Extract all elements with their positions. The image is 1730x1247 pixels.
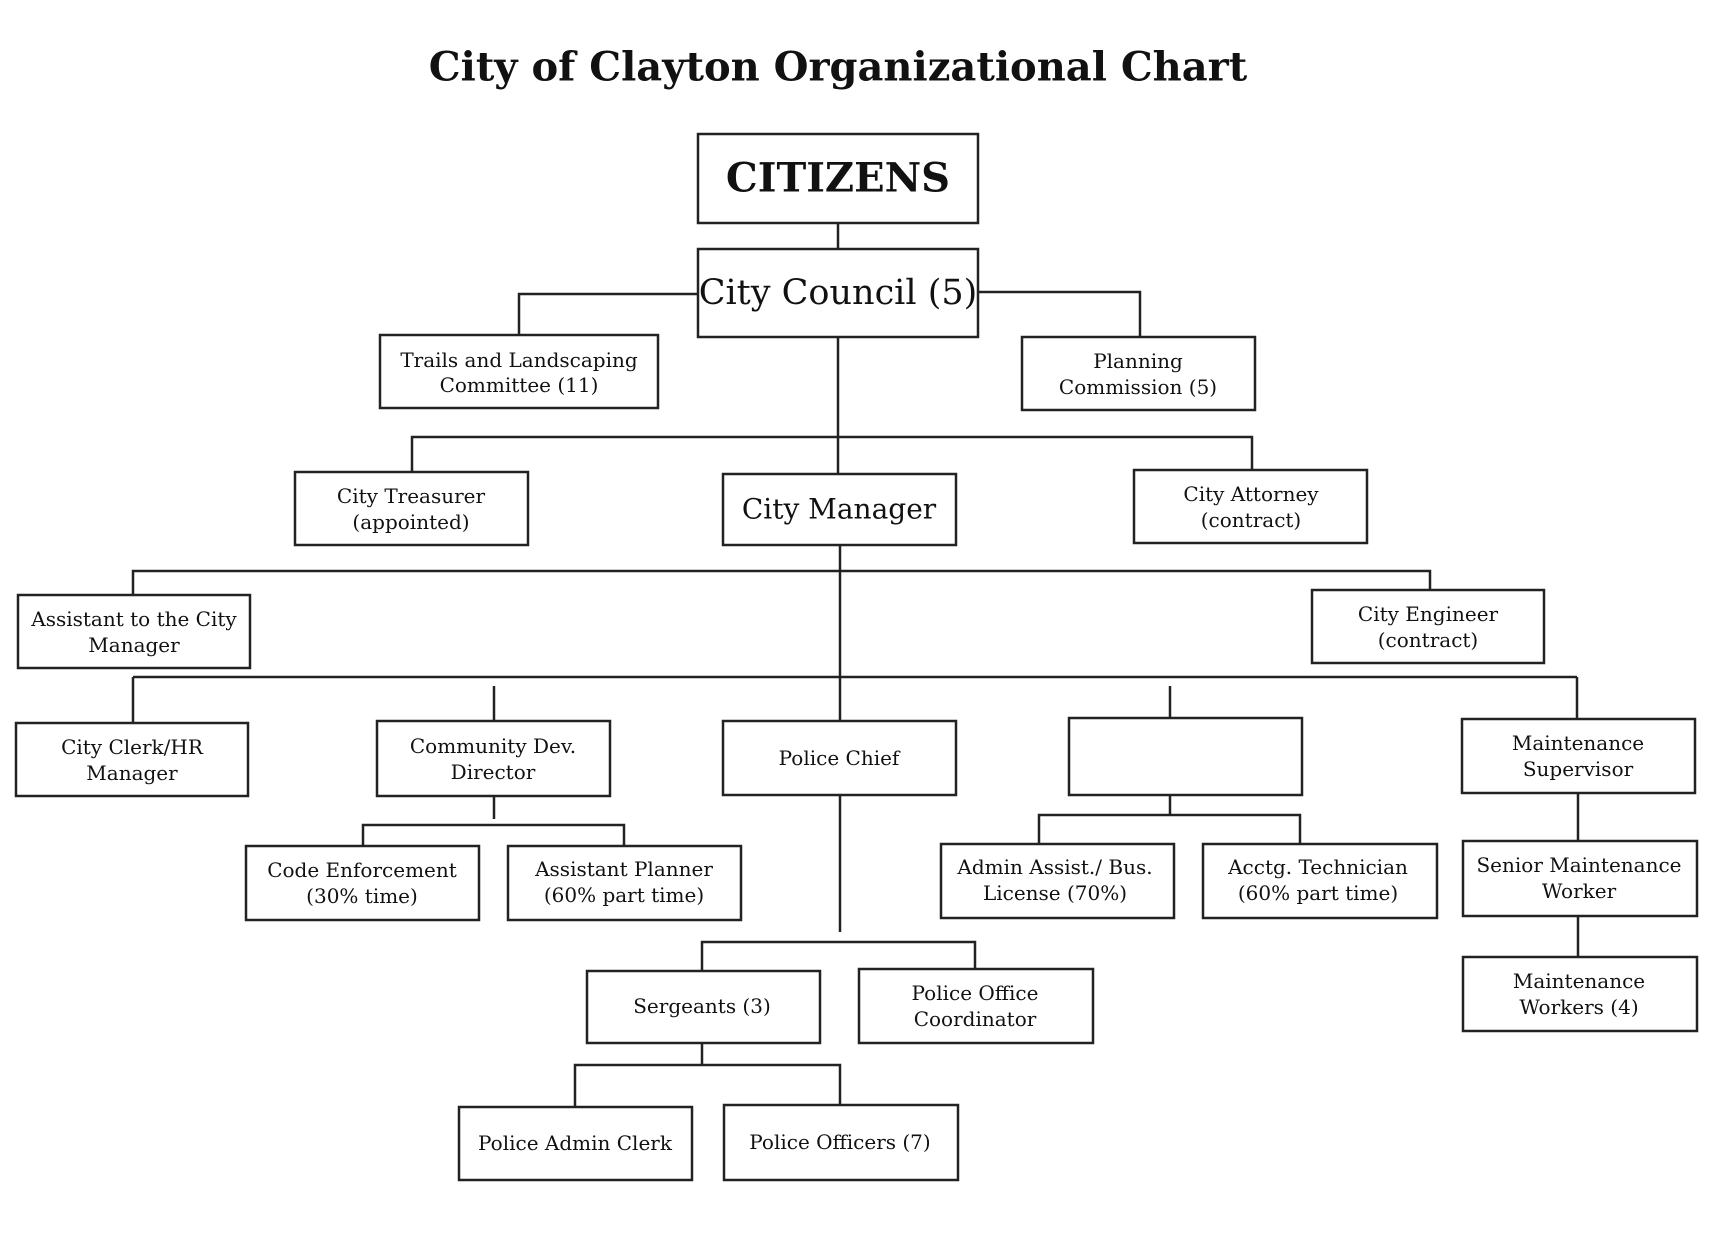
city-clerk-label-line2: Manager bbox=[86, 761, 178, 785]
city-manager-label: City Manager bbox=[742, 493, 937, 526]
connector bbox=[361, 823, 626, 846]
admin-assist-label-line2: License (70%) bbox=[983, 881, 1127, 905]
assistant-city-manager-label-line2: Manager bbox=[88, 633, 180, 657]
acctg-technician-label-line2: (60% part time) bbox=[1238, 881, 1398, 905]
maintenance-supervisor-box bbox=[1460, 717, 1697, 795]
city-council-label: City Council (5) bbox=[699, 273, 978, 313]
code-enforcement-box bbox=[244, 844, 481, 922]
connector bbox=[978, 290, 1142, 337]
community-dev-director-box bbox=[375, 719, 612, 798]
trails-committee-label-line1: Trails and Landscaping bbox=[400, 348, 638, 372]
connector bbox=[410, 435, 1254, 472]
sergeants-box bbox=[585, 969, 822, 1045]
connector bbox=[131, 569, 1432, 595]
planning-commission-label-line1: Planning bbox=[1093, 349, 1183, 373]
connector bbox=[700, 940, 977, 971]
code-enforcement-label-line1: Code Enforcement bbox=[267, 858, 457, 882]
city-clerk-label-line1: City Clerk/HR bbox=[61, 735, 204, 759]
city-treasurer-label-line2: (appointed) bbox=[352, 510, 469, 534]
community-dev-director-label-line1: Community Dev. bbox=[410, 734, 576, 758]
chart-title: City of Clayton Organizational Chart bbox=[429, 44, 1248, 91]
connectors bbox=[131, 223, 1580, 1107]
planning-commission-box bbox=[1020, 335, 1257, 412]
connector bbox=[1037, 813, 1302, 844]
planning-commission-label-line2: Commission (5) bbox=[1059, 375, 1217, 399]
city-treasurer-box bbox=[293, 470, 530, 547]
assistant-city-manager-label-line1: Assistant to the City bbox=[30, 607, 237, 631]
city-attorney-label-line1: City Attorney bbox=[1183, 482, 1319, 506]
maintenance-workers-label-line2: Workers (4) bbox=[1519, 995, 1638, 1019]
citizens-label: CITIZENS bbox=[726, 155, 950, 202]
position-labels: CITIZENS City Council (5) Trails and Lan… bbox=[30, 155, 1681, 1156]
assistant-planner-box bbox=[506, 844, 743, 922]
city-attorney-label-line2: (contract) bbox=[1201, 508, 1302, 532]
acctg-technician-box bbox=[1201, 842, 1439, 920]
admin-assist-label-line1: Admin Assist./ Bus. bbox=[956, 855, 1152, 879]
police-chief-box bbox=[721, 719, 958, 797]
police-officers-label: Police Officers (7) bbox=[749, 1130, 930, 1154]
city-engineer-label-line1: City Engineer bbox=[1358, 602, 1499, 626]
senior-maintenance-worker-box bbox=[1461, 839, 1699, 918]
senior-maintenance-worker-label-line1: Senior Maintenance bbox=[1476, 853, 1681, 877]
code-enforcement-label-line2: (30% time) bbox=[306, 884, 418, 908]
assistant-city-manager-box bbox=[16, 593, 252, 670]
maintenance-supervisor-label-line2: Supervisor bbox=[1523, 757, 1634, 781]
city-engineer-box bbox=[1310, 588, 1546, 665]
city-engineer-label-line2: (contract) bbox=[1378, 628, 1479, 652]
police-admin-clerk-box bbox=[457, 1105, 694, 1182]
trails-committee-box bbox=[378, 333, 660, 410]
connector bbox=[573, 1063, 842, 1107]
assistant-planner-label-line2: (60% part time) bbox=[544, 883, 704, 907]
city-attorney-box bbox=[1132, 468, 1369, 545]
police-office-coordinator-box bbox=[857, 967, 1095, 1045]
police-office-coordinator-label-line1: Police Office bbox=[912, 981, 1039, 1005]
position-boxes bbox=[14, 132, 1699, 1182]
admin-assist-box bbox=[939, 842, 1176, 920]
assistant-planner-label-line1: Assistant Planner bbox=[534, 857, 713, 881]
police-officers-box bbox=[722, 1103, 960, 1182]
trails-committee-label-line2: Committee (11) bbox=[440, 373, 599, 397]
maintenance-supervisor-label-line1: Maintenance bbox=[1512, 731, 1644, 755]
maintenance-workers-box bbox=[1461, 955, 1699, 1033]
acctg-technician-label-line1: Acctg. Technician bbox=[1227, 855, 1408, 879]
connector bbox=[517, 292, 698, 335]
maintenance-workers-label-line1: Maintenance bbox=[1513, 969, 1645, 993]
police-office-coordinator-label-line2: Coordinator bbox=[914, 1007, 1037, 1031]
blank-position-box bbox=[1067, 716, 1304, 797]
sergeants-label: Sergeants (3) bbox=[633, 994, 771, 1018]
city-council-box bbox=[696, 247, 980, 339]
police-chief-label: Police Chief bbox=[779, 746, 901, 770]
police-admin-clerk-label: Police Admin Clerk bbox=[478, 1131, 673, 1155]
community-dev-director-label-line2: Director bbox=[451, 760, 536, 784]
senior-maintenance-worker-label-line2: Worker bbox=[1542, 879, 1617, 903]
city-clerk-box bbox=[14, 721, 250, 798]
city-manager-box bbox=[721, 472, 958, 547]
citizens-box bbox=[696, 132, 980, 225]
city-treasurer-label-line1: City Treasurer bbox=[337, 484, 486, 508]
